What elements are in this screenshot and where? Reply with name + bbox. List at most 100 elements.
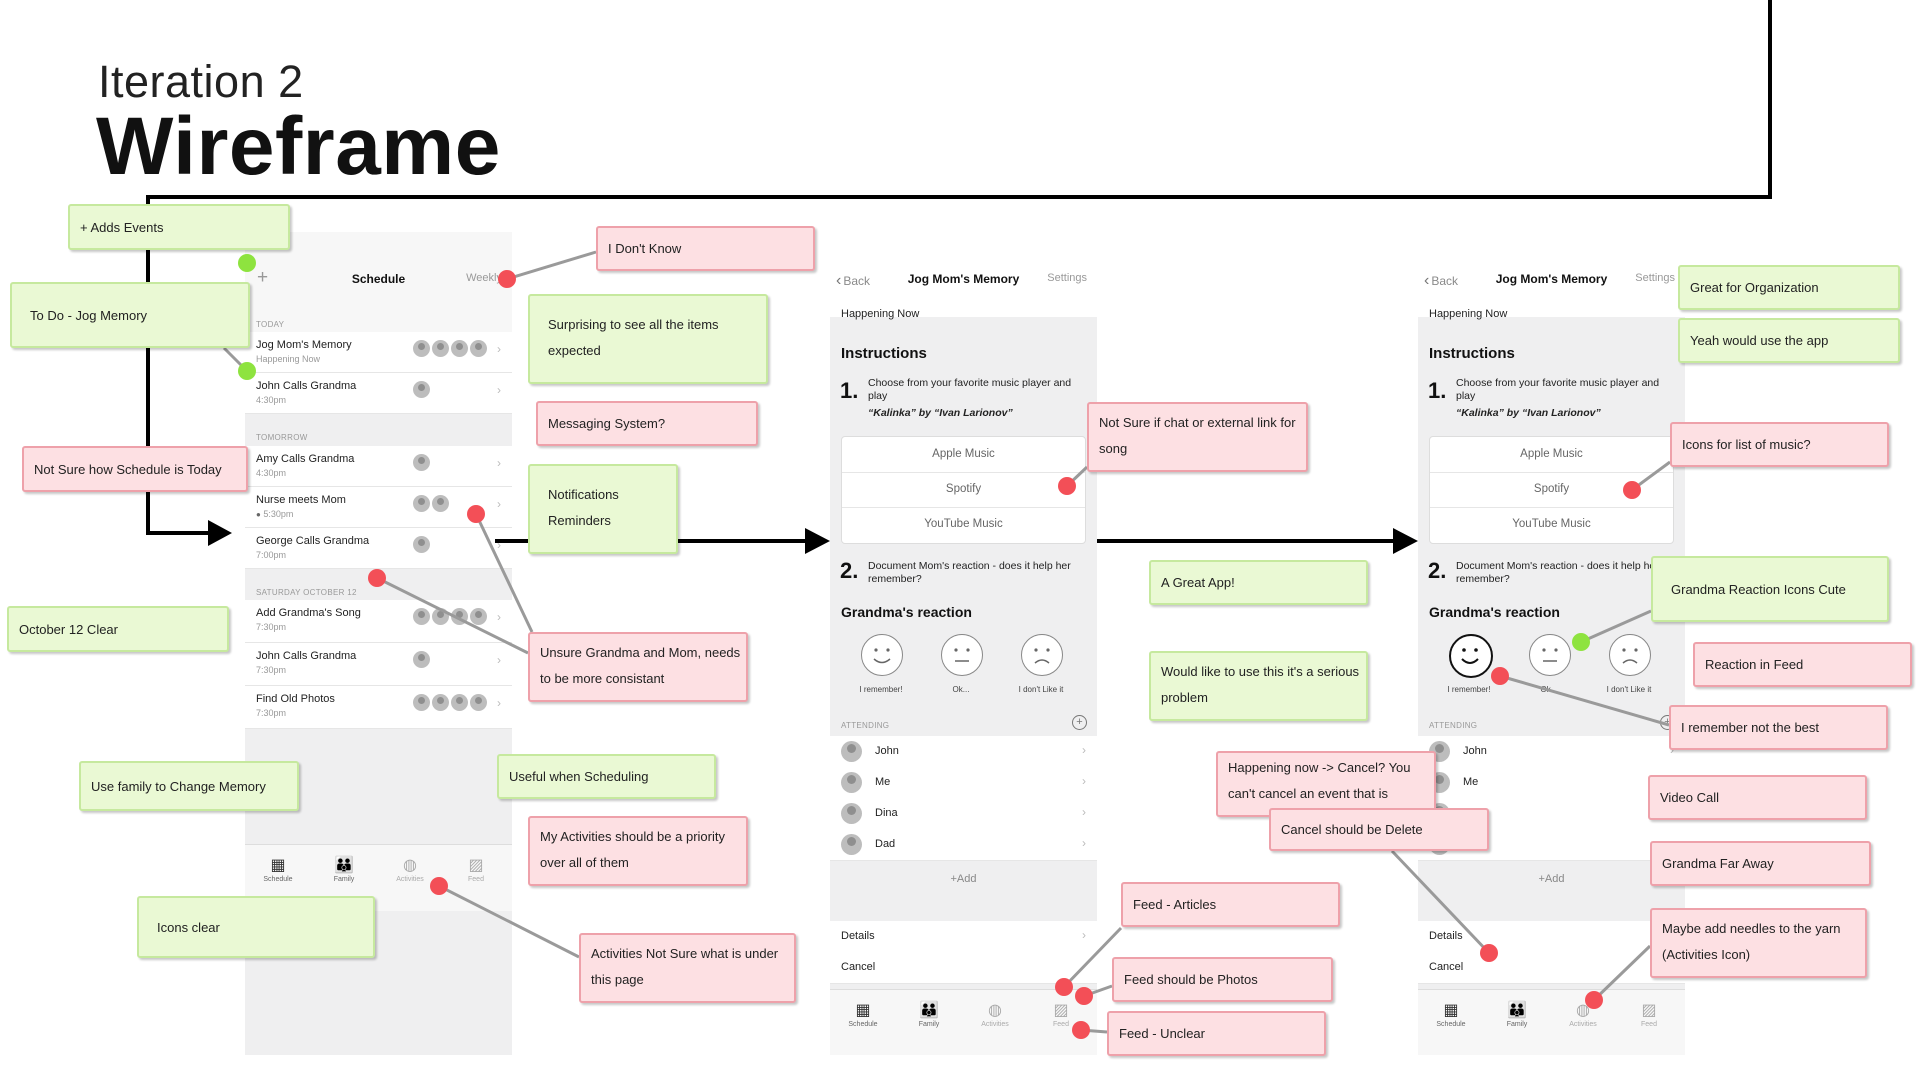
spotify-option[interactable]: Spotify: [842, 472, 1085, 508]
event-title: Add Grandma's Song: [256, 607, 361, 619]
reaction-heading: Grandma's reaction: [1429, 604, 1560, 620]
event-title: Jog Mom's Memory: [256, 339, 352, 351]
schedule-row[interactable]: Jog Mom's Memory Happening Now ›: [245, 332, 512, 373]
attendee-row[interactable]: Me›: [1418, 767, 1685, 799]
note-surprising: Surprising to see all the items expected: [528, 294, 768, 384]
attendee-avatars: [413, 340, 489, 357]
tab-activities[interactable]: ◍Activities: [1550, 1000, 1616, 1028]
settings-link[interactable]: Settings: [1047, 272, 1087, 284]
spotify-option[interactable]: Spotify: [1430, 472, 1673, 508]
add-attendee-icon[interactable]: +: [1072, 715, 1087, 730]
flow-arrowhead-2: [1393, 528, 1418, 554]
avatar: [841, 834, 862, 855]
chevron-right-icon: ›: [497, 383, 501, 397]
note-icons-music: Icons for list of music?: [1670, 422, 1889, 467]
schedule-row[interactable]: Find Old Photos 7:30pm ›: [245, 686, 512, 729]
reaction-label: I don't Like it: [1018, 685, 1064, 694]
schedule-row[interactable]: Add Grandma's Song 7:30pm ›: [245, 600, 512, 643]
schedule-row[interactable]: John Calls Grandma 7:30pm ›: [245, 643, 512, 686]
reaction-label: Ok...: [1540, 685, 1558, 694]
family-icon: 👪: [334, 857, 354, 874]
event-time: 4:30pm: [256, 468, 287, 478]
schedule-row[interactable]: Amy Calls Grandma 4:30pm ›: [245, 446, 512, 487]
attendee-avatars: [413, 694, 489, 711]
note-unsure-grandma: Unsure Grandma and Mom, needs to be more…: [528, 632, 748, 702]
attendee-row[interactable]: Dad›: [830, 829, 1097, 861]
section-label-tomorrow: TOMORROW: [256, 433, 308, 442]
note-not-sure-schedule: Not Sure how Schedule is Today: [22, 446, 248, 492]
sad-face-icon[interactable]: [1609, 634, 1651, 676]
reaction-label: I remember!: [859, 685, 903, 694]
happy-face-icon[interactable]: [1449, 634, 1493, 678]
add-attendee-link[interactable]: +Add: [950, 873, 977, 885]
chevron-right-icon: ›: [1082, 743, 1086, 757]
note-cancel-delete: Cancel should be Delete: [1269, 808, 1489, 851]
schedule-row[interactable]: Nurse meets Mom ● 5:30pm ›: [245, 487, 512, 528]
details-row[interactable]: Details›: [1418, 921, 1685, 953]
tab-bar: ▦Schedule 👪Family ◍Activities ▨Feed: [1418, 989, 1685, 1055]
apple-music-option[interactable]: Apple Music: [1430, 437, 1673, 473]
attendee-row[interactable]: John›: [830, 736, 1097, 768]
apple-music-option[interactable]: Apple Music: [842, 437, 1085, 473]
note-dont-know: I Don't Know: [596, 226, 815, 271]
tab-feed[interactable]: ▨Feed: [1616, 1000, 1682, 1028]
cancel-row[interactable]: Cancel: [1418, 952, 1685, 984]
tab-activities[interactable]: ◍Activities: [377, 855, 443, 883]
details-row[interactable]: Details›: [830, 921, 1097, 953]
flow-arrowhead-1: [805, 528, 830, 554]
page-title: Wireframe: [96, 101, 501, 192]
tab-family[interactable]: 👪Family: [1484, 1000, 1550, 1028]
note-needles-yarn: Maybe add needles to the yarn (Activitie…: [1650, 908, 1867, 978]
note-great-organization: Great for Organization: [1678, 265, 1900, 310]
clock-icon: ●: [256, 510, 261, 519]
calendar-icon: ▦: [1443, 1002, 1459, 1019]
music-player-options: Apple Music Spotify YouTube Music: [1429, 436, 1674, 544]
instructions-heading: Instructions: [841, 345, 927, 362]
tab-feed[interactable]: ▨Feed: [443, 855, 509, 883]
schedule-row[interactable]: George Calls Grandma 7:00pm ›: [245, 528, 512, 569]
step-2-text: Document Mom's reaction - does it help h…: [1456, 560, 1659, 585]
weekly-toggle[interactable]: Weekly: [466, 272, 502, 284]
schedule-row[interactable]: John Calls Grandma 4:30pm ›: [245, 373, 512, 414]
attendee-row[interactable]: Me›: [830, 767, 1097, 799]
section-label-today: TODAY: [256, 320, 285, 329]
happy-face-icon[interactable]: [861, 634, 903, 676]
note-icons-clear: Icons clear: [137, 896, 375, 958]
chevron-right-icon: ›: [497, 538, 501, 552]
note-grandma-far-away: Grandma Far Away: [1650, 841, 1871, 886]
song-title: “Kalinka” by “Ivan Larionov”: [1456, 407, 1601, 419]
reaction-label: I remember!: [1447, 685, 1491, 694]
music-player-options: Apple Music Spotify YouTube Music: [841, 436, 1086, 544]
tab-schedule[interactable]: ▦Schedule: [830, 1000, 896, 1028]
youtube-music-option[interactable]: YouTube Music: [1512, 518, 1591, 530]
chevron-right-icon: ›: [497, 696, 501, 710]
family-icon: 👪: [1507, 1002, 1527, 1019]
note-feed-photos: Feed should be Photos: [1112, 957, 1333, 1002]
event-time: 4:30pm: [256, 395, 287, 405]
sad-face-icon[interactable]: [1021, 634, 1063, 676]
note-happening-cancel: Happening now -> Cancel? You can't cance…: [1216, 751, 1436, 817]
tab-schedule[interactable]: ▦Schedule: [1418, 1000, 1484, 1028]
youtube-music-option[interactable]: YouTube Music: [924, 518, 1003, 530]
tab-family[interactable]: 👪Family: [311, 855, 377, 883]
tab-activities[interactable]: ◍Activities: [962, 1000, 1028, 1028]
settings-link[interactable]: Settings: [1635, 272, 1675, 284]
reaction-label: Ok...: [952, 685, 970, 694]
attendee-row[interactable]: Dina›: [830, 798, 1097, 830]
tab-schedule[interactable]: ▦Schedule: [245, 855, 311, 883]
note-grandma-icons-cute: Grandma Reaction Icons Cute: [1651, 556, 1889, 622]
neutral-face-icon[interactable]: [1529, 634, 1571, 676]
tab-feed[interactable]: ▨Feed: [1028, 1000, 1094, 1028]
event-title: Amy Calls Grandma: [256, 453, 355, 465]
photo-icon: ▨: [1641, 1002, 1657, 1019]
attendee-row[interactable]: John›: [1418, 736, 1685, 768]
tab-bar: ▦Schedule 👪Family ◍Activities ▨Feed: [830, 989, 1097, 1055]
neutral-face-icon[interactable]: [941, 634, 983, 676]
note-great-app: A Great App!: [1149, 560, 1368, 605]
cancel-row[interactable]: Cancel: [830, 952, 1097, 984]
chevron-right-icon: ›: [1082, 805, 1086, 819]
tab-family[interactable]: 👪Family: [896, 1000, 962, 1028]
chevron-right-icon: ›: [497, 342, 501, 356]
add-attendee-link[interactable]: +Add: [1538, 873, 1565, 885]
step-2-text: Document Mom's reaction - does it help h…: [868, 560, 1071, 585]
